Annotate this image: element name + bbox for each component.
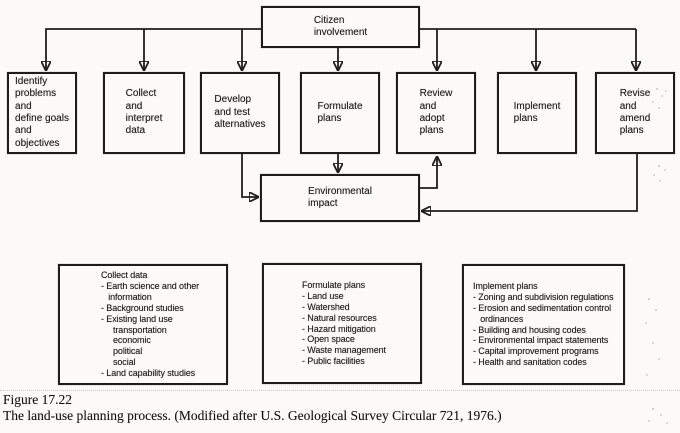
- figure-caption-label: Figure 17.22: [3, 392, 72, 407]
- stage-label-formulate-plans: Formulate plans: [317, 100, 363, 124]
- figure-caption: Figure 17.22 The land-use planning proce…: [3, 392, 502, 423]
- stage-box-collect-data: Collect and interpret data: [103, 72, 185, 154]
- detail-text-formulate-plans: Formulate plans - Land use - Watershed -…: [302, 279, 386, 367]
- citizen-involvement-box: Citizen involvement: [261, 6, 420, 48]
- stage-label-revise-amend-plans: Revise and amend plans: [619, 88, 651, 137]
- detail-box-implement-plans: Implement plans - Zoning and subdivision…: [462, 264, 625, 385]
- connector-develop-to-impact: [241, 154, 258, 197]
- environmental-impact-label: Environmental impact: [308, 185, 372, 209]
- scan-noise: [656, 88, 658, 90]
- detail-text-implement-plans: Implement plans - Zoning and subdivision…: [473, 280, 614, 368]
- stage-box-formulate-plans: Formulate plans: [300, 72, 380, 154]
- detail-text-collect-data: Collect data - Earth science and other i…: [101, 269, 200, 379]
- stage-label-identify-problems: Identify problems and define goals and o…: [15, 75, 69, 149]
- stage-label-review-adopt-plans: Review and adopt plans: [419, 88, 453, 137]
- scan-artifact-line: [0, 390, 680, 391]
- connector-impact-to-review: [420, 157, 437, 189]
- stage-box-identify-problems: Identify problems and define goals and o…: [7, 72, 77, 154]
- stage-label-collect-data: Collect and interpret data: [125, 88, 163, 137]
- stage-box-develop-alternatives: Develop and test alternatives: [200, 72, 280, 154]
- citizen-involvement-label: Citizen involvement: [313, 14, 368, 38]
- stage-label-develop-alternatives: Develop and test alternatives: [214, 94, 266, 131]
- stage-box-implement-plans: Implement plans: [497, 72, 577, 154]
- stage-box-revise-amend-plans: Revise and amend plans: [595, 72, 675, 154]
- connector-revise-to-impact: [422, 154, 638, 211]
- scan-noise: [658, 165, 660, 167]
- scan-noise: [652, 408, 654, 410]
- figure-caption-text: The land-use planning process. (Modified…: [3, 407, 502, 423]
- detail-box-formulate-plans: Formulate plans - Land use - Watershed -…: [262, 263, 422, 384]
- detail-box-collect-data: Collect data - Earth science and other i…: [58, 264, 228, 385]
- environmental-impact-box: Environmental impact: [260, 174, 420, 222]
- scan-noise: [648, 298, 650, 300]
- connector-top-left-rail: [46, 28, 261, 70]
- stage-label-implement-plans: Implement plans: [513, 100, 561, 124]
- stage-box-review-adopt-plans: Review and adopt plans: [396, 72, 476, 154]
